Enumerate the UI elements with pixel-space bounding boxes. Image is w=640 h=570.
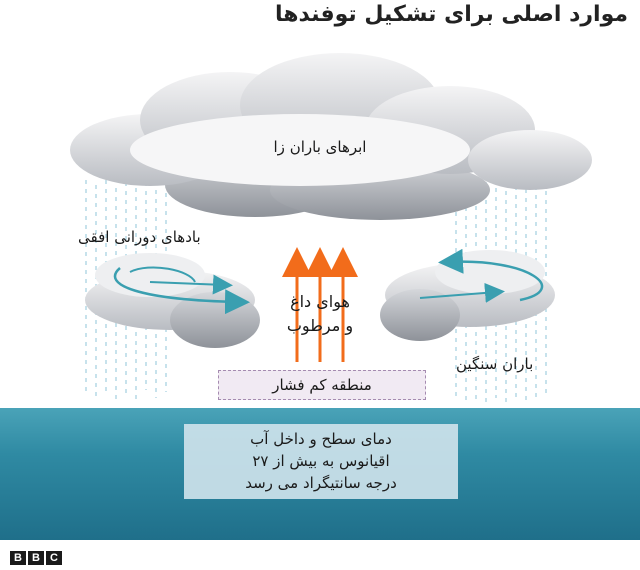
ocean-line1: دمای سطح و داخل آب bbox=[250, 430, 392, 448]
warm-air-label: هوای داغ و مرطوب bbox=[270, 290, 370, 338]
logo-letter-3: C bbox=[46, 551, 62, 565]
heavy-rain-label: باران سنگین bbox=[456, 355, 534, 373]
horizontal-winds-label: بادهای دورانی افقی bbox=[78, 228, 201, 246]
rain-left bbox=[85, 180, 167, 400]
rain-cloud bbox=[70, 53, 592, 220]
footer bbox=[0, 540, 640, 570]
left-wind-cloud bbox=[85, 253, 260, 348]
left-wind-arrows bbox=[113, 266, 250, 315]
ocean-line2: اقیانوس به بیش از ۲۷ bbox=[252, 452, 390, 470]
bbc-logo: B B C bbox=[10, 551, 62, 565]
ocean-temperature-box: دمای سطح و داخل آب اقیانوس به بیش از ۲۷ … bbox=[184, 424, 458, 499]
storm-scene bbox=[70, 53, 592, 405]
right-wind-cloud bbox=[380, 250, 555, 341]
right-wind-arrows bbox=[419, 248, 544, 303]
rising-air-arrows bbox=[282, 247, 358, 362]
diagram-title: موارد اصلی برای تشکیل توفندها bbox=[275, 2, 628, 27]
rain-clouds-label: ابرهای باران زا bbox=[273, 138, 367, 156]
logo-letter-1: B bbox=[10, 551, 26, 565]
warm-air-line1: هوای داغ bbox=[290, 292, 350, 311]
warm-air-line2: و مرطوب bbox=[286, 316, 354, 335]
low-pressure-box: منطقه کم فشار bbox=[218, 370, 426, 400]
ocean-line3: درجه سانتیگراد می رسد bbox=[245, 474, 397, 492]
logo-letter-2: B bbox=[28, 551, 44, 565]
